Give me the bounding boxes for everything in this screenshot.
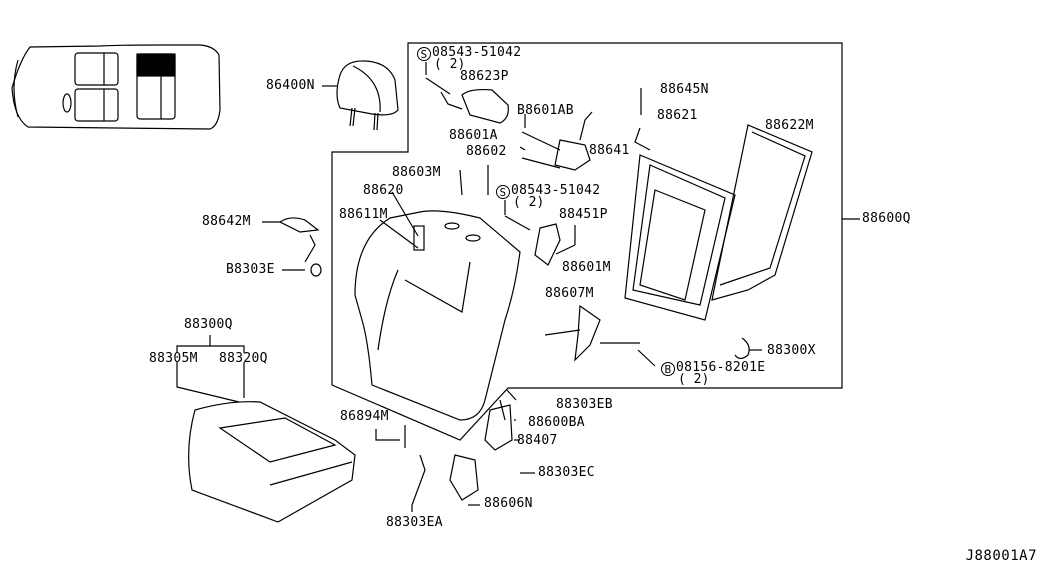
part-label-88305M[interactable]: 88305M bbox=[149, 351, 198, 366]
part-label-88303EA[interactable]: 88303EA bbox=[386, 515, 443, 530]
part-label-88622M[interactable]: 88622M bbox=[765, 118, 814, 133]
seat-cushion-drawing bbox=[176, 335, 356, 523]
screw-symbol-icon: S bbox=[417, 47, 431, 61]
part-label-88451P[interactable]: 88451P bbox=[559, 207, 608, 222]
part-label-88645N[interactable]: 88645N bbox=[660, 82, 709, 97]
part-label-88300X[interactable]: 88300X bbox=[767, 343, 816, 358]
part-label-86400N[interactable]: 86400N bbox=[266, 78, 315, 93]
assembly-boundary bbox=[331, 42, 843, 441]
screw-symbol-icon: S bbox=[496, 185, 510, 199]
part-label-88611M[interactable]: 88611M bbox=[339, 207, 388, 222]
part-label-88601M[interactable]: 88601M bbox=[562, 260, 611, 275]
part-label-88602[interactable]: 88602 bbox=[466, 144, 507, 159]
quantity-middle-screw: ( 2) bbox=[513, 195, 545, 210]
part-label-88601AB[interactable]: B8601AB bbox=[517, 103, 574, 118]
part-label-88623P[interactable]: 88623P bbox=[460, 69, 509, 84]
highlighted-seat-marker bbox=[136, 53, 176, 77]
part-label-88894M[interactable]: 86894M bbox=[340, 409, 389, 424]
part-label-88320Q[interactable]: 88320Q bbox=[219, 351, 268, 366]
part-label-88641[interactable]: 88641 bbox=[589, 143, 630, 158]
part-label-88607M[interactable]: 88607M bbox=[545, 286, 594, 301]
part-label-88603M[interactable]: 88603M bbox=[392, 165, 441, 180]
part-label-88303EC[interactable]: 88303EC bbox=[538, 465, 595, 480]
quantity-upper-screw: ( 2) bbox=[434, 57, 466, 72]
part-label-88601A[interactable]: 88601A bbox=[449, 128, 498, 143]
part-label-88620[interactable]: 88620 bbox=[363, 183, 404, 198]
part-label-88600BA[interactable]: 88600BA bbox=[528, 415, 585, 430]
part-label-88600Q[interactable]: 88600Q bbox=[862, 211, 911, 226]
vehicle-locator bbox=[11, 44, 221, 130]
part-label-88606N[interactable]: 88606N bbox=[484, 496, 533, 511]
bolt-symbol-icon: B bbox=[661, 362, 675, 376]
seatback-drawing bbox=[354, 191, 521, 421]
part-label-88642M[interactable]: 88642M bbox=[202, 214, 251, 229]
part-label-88303EB[interactable]: 88303EB bbox=[556, 397, 613, 412]
part-label-88303E[interactable]: B8303E bbox=[226, 262, 275, 277]
seatback-frame-drawing bbox=[624, 124, 813, 321]
leader-lines bbox=[262, 62, 762, 512]
headrest-drawing bbox=[322, 60, 399, 131]
quantity-bolt: ( 2) bbox=[678, 372, 710, 387]
part-label-88621[interactable]: 88621 bbox=[657, 108, 698, 123]
diagram-code: J88001A7 bbox=[965, 548, 1037, 564]
part-label-88300Q[interactable]: 88300Q bbox=[184, 317, 233, 332]
part-label-88407[interactable]: 88407 bbox=[517, 433, 558, 448]
